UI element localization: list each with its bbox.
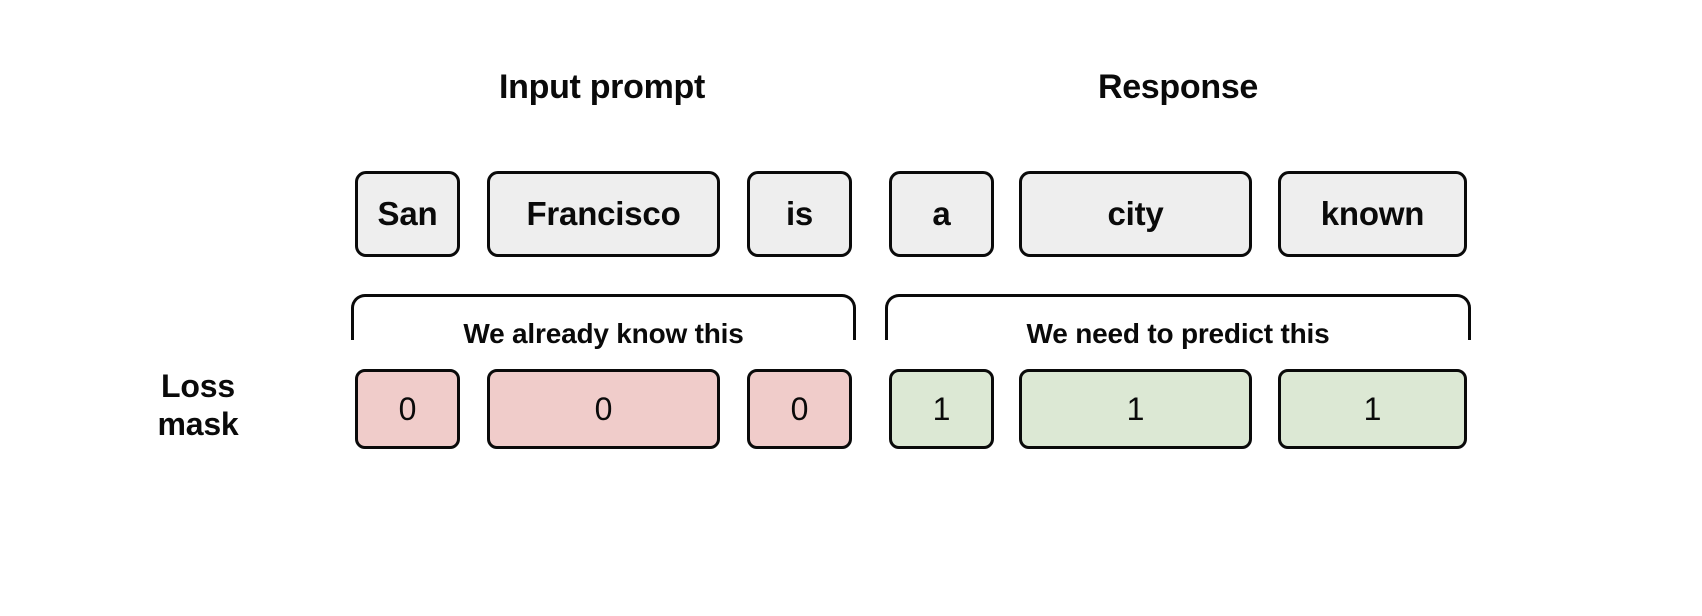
section-title-response: Response: [1097, 68, 1259, 106]
loss-mask-label-line2: mask: [157, 405, 239, 442]
loss-mask-box-francisco: 0: [487, 369, 720, 449]
section-title-input-prompt: Input prompt: [498, 68, 706, 106]
token-box-francisco: Francisco: [487, 171, 720, 257]
token-box-known: known: [1278, 171, 1467, 257]
token-box-san: San: [355, 171, 460, 257]
token-box-a: a: [889, 171, 994, 257]
bracket-label-prompt: We already know this: [457, 320, 750, 348]
loss-mask-box-san: 0: [355, 369, 460, 449]
loss-mask-box-known: 1: [1278, 369, 1467, 449]
bracket-response: [885, 294, 1471, 340]
loss-mask-label-line1: Loss: [161, 368, 235, 404]
bracket-prompt: [351, 294, 856, 340]
loss-mask-box-city: 1: [1019, 369, 1252, 449]
token-box-is: is: [747, 171, 852, 257]
bracket-label-response: We need to predict this: [1020, 320, 1336, 348]
loss-mask-box-a: 1: [889, 369, 994, 449]
loss-mask-label: Loss mask: [118, 368, 278, 444]
loss-mask-box-is: 0: [747, 369, 852, 449]
token-box-city: city: [1019, 171, 1252, 257]
